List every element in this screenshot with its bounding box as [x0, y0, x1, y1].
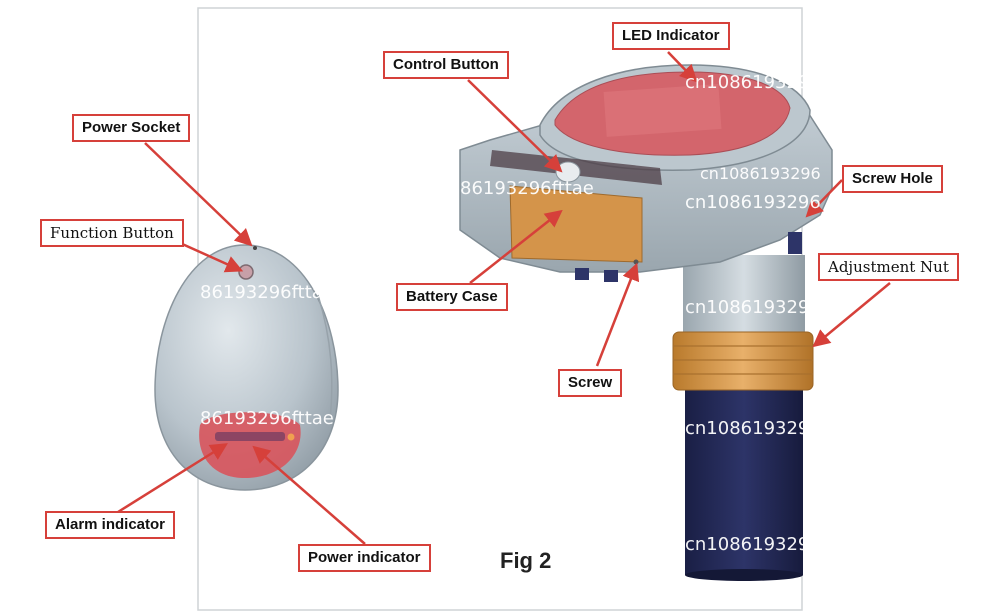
label-screw: Screw	[558, 369, 623, 397]
arrow-screw-hole	[805, 179, 843, 218]
label-alarm-indicator: Alarm indicator	[45, 511, 176, 539]
nut-ridges	[673, 345, 813, 375]
watermark-text: cn1086193296	[700, 164, 821, 183]
watermark-text: cn1086193296	[685, 534, 821, 555]
watermark-text: cn1086193296	[685, 297, 821, 318]
screw-shape	[633, 259, 639, 265]
label-control-button: Control Button	[383, 51, 509, 79]
power-indicator-led	[287, 433, 295, 441]
power-socket-shape	[253, 246, 257, 250]
arrow-alarm-indicator	[117, 443, 228, 514]
watermark-text: 86193296fttae	[460, 178, 594, 199]
battery-case-shape	[509, 185, 643, 263]
navy-tube	[685, 385, 803, 575]
callout-arrows	[117, 51, 891, 545]
label-power-indicator: Power indicator	[298, 544, 431, 572]
led-panel	[603, 84, 722, 137]
arrow-power-indicator	[252, 445, 366, 545]
foot-right	[788, 232, 802, 254]
label-battery-case: Battery Case	[396, 283, 508, 311]
label-power-socket: Power Socket	[72, 114, 191, 142]
navy-tube-bottom	[685, 569, 803, 581]
alarm-red-window	[199, 412, 301, 478]
function-button-shape	[238, 264, 254, 280]
label-adjustment-nut: Adjustment Nut	[818, 253, 959, 281]
arrow-power-socket	[144, 142, 253, 247]
watermark-text: cn1086193296	[685, 192, 821, 213]
watermark-text: 86193296fttae	[200, 408, 334, 429]
arrow-screw	[595, 262, 640, 367]
arrow-led-indicator	[667, 51, 698, 83]
alarm-unit	[154, 244, 339, 491]
foot-left	[575, 268, 589, 280]
label-function-button: Function Button	[40, 219, 184, 247]
alarm-unit-seam	[317, 294, 333, 421]
arrow-adjustment-nut	[812, 282, 891, 348]
watermark-text: cn1086193296	[685, 418, 821, 439]
figure-caption: Fig 2	[500, 548, 552, 573]
indicator-strip	[215, 432, 285, 441]
watermark-text: 86193296fttae	[200, 282, 334, 303]
foot-mid	[604, 270, 618, 282]
arrow-control-button	[467, 79, 563, 173]
arrow-battery-case	[469, 209, 563, 284]
label-led-indicator: LED Indicator	[612, 22, 730, 50]
watermark-text: cn1086193296	[685, 72, 821, 93]
label-screw-hole: Screw Hole	[842, 165, 943, 193]
sensor-device	[459, 64, 833, 581]
